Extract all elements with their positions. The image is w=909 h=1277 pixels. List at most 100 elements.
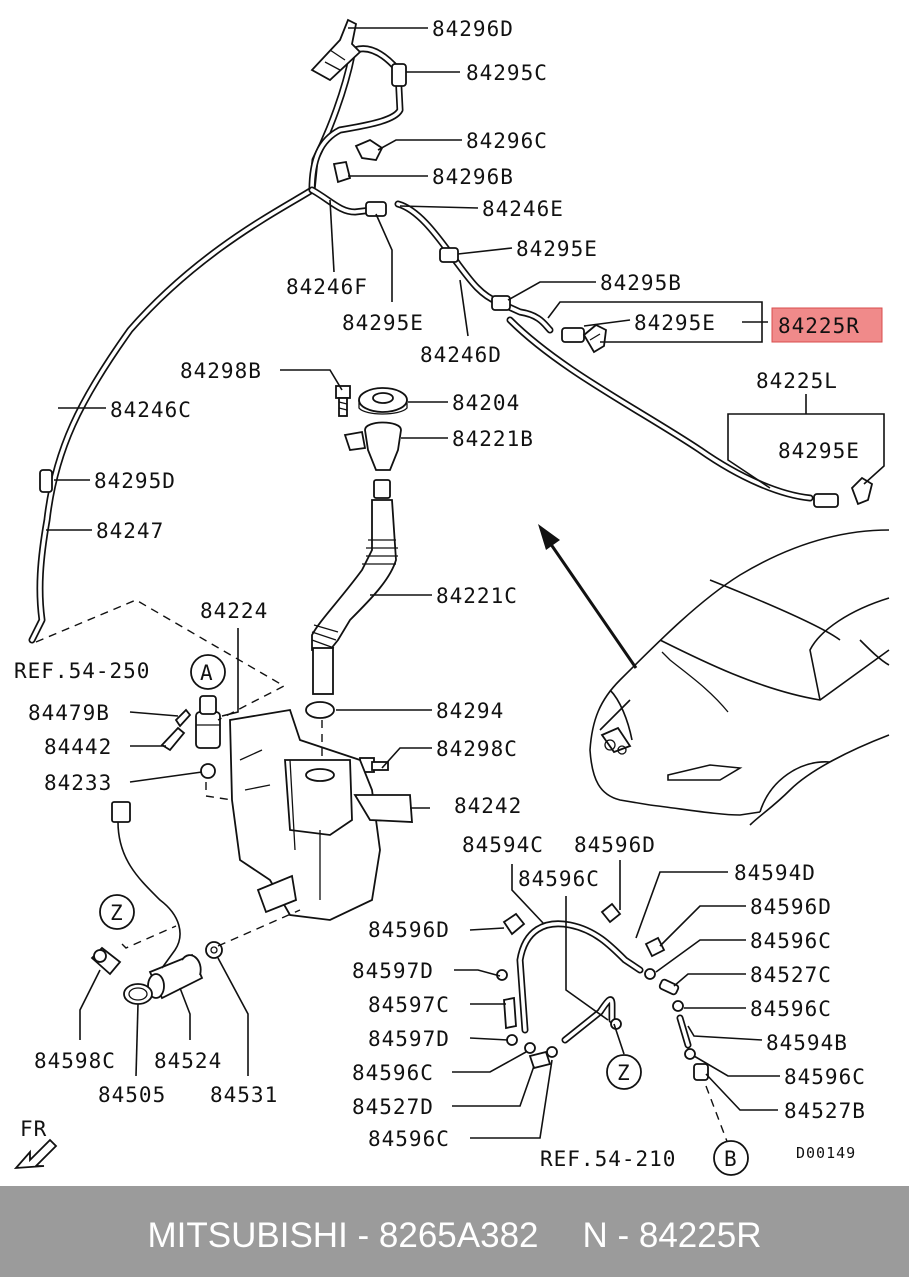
grommet-84294 (305, 701, 335, 719)
footer-bar (0, 1186, 909, 1277)
motor-assembly-84524 (147, 953, 204, 1000)
callout-84246D: 84246D (420, 343, 502, 367)
callout-84295D: 84295D (94, 469, 176, 493)
callout-84295E-d: 84295E (778, 439, 860, 463)
callout-84221B: 84221B (452, 427, 534, 451)
reference-54-210: REF.54-210 (540, 1147, 676, 1171)
clip-84296B (332, 160, 352, 184)
callout-84246C: 84246C (110, 398, 192, 422)
dashed-reference-lines (35, 599, 729, 1145)
callout-84295E-c: 84295E (342, 311, 424, 335)
vehicle-silhouette (589, 529, 890, 826)
diagram-code: D00149 (796, 1144, 856, 1162)
callout-84594D: 84594D (734, 861, 816, 885)
callout-84531: 84531 (210, 1083, 278, 1107)
clamp-84505 (123, 983, 153, 1005)
callout-84225R: 84225R (778, 314, 860, 338)
circle-label-z-bottom: Z (617, 1061, 631, 1085)
joint-84295C (391, 63, 407, 87)
ring-84596C-r1 (644, 968, 656, 980)
callout-84596C-top: 84596C (518, 867, 600, 891)
callout-84596C-l2: 84596C (368, 1127, 450, 1151)
callout-84597D-1: 84597D (352, 959, 434, 983)
long-hose-to-nozzle (506, 316, 814, 502)
fitting-84596D-l (502, 912, 526, 936)
callout-labels: 84296D 84295C 84296C 84296B 84246E 84295… (14, 17, 866, 1171)
callout-84295B: 84295B (600, 271, 682, 295)
joint-84295E-a (365, 201, 387, 217)
joint-84295E-d (813, 493, 839, 508)
callout-84527C: 84527C (750, 963, 832, 987)
callout-84295E-b: 84295E (634, 311, 716, 335)
washer-system-diagram: 84296D 84295C 84296C 84296B 84246E 84295… (13, 17, 890, 1176)
callout-84233: 84233 (44, 771, 112, 795)
callout-84246F: 84246F (286, 275, 368, 299)
callout-84598C: 84598C (34, 1049, 116, 1073)
callout-84596D-top: 84596D (574, 833, 656, 857)
joint-84527B (693, 1063, 709, 1081)
hose-84594D (561, 996, 616, 1044)
nozzle-84296D (310, 18, 362, 82)
callout-84594C: 84594C (462, 833, 544, 857)
callout-84296C: 84296C (466, 129, 548, 153)
right-branch-hose (308, 186, 554, 334)
ring-84596C-r3 (684, 1048, 696, 1060)
bracket-84442 (160, 726, 186, 752)
callout-84298B: 84298B (180, 359, 262, 383)
pump-84224 (195, 695, 221, 749)
fitting-84596D-top (600, 902, 622, 924)
front-arrow-icon (13, 1138, 58, 1170)
joint-84295B (491, 295, 511, 311)
callout-84505: 84505 (98, 1083, 166, 1107)
callout-84224: 84224 (200, 599, 268, 623)
nozzle-84225R (582, 323, 607, 354)
callout-84524: 84524 (154, 1049, 222, 1073)
callout-84296D: 84296D (432, 17, 514, 41)
callout-84295E-a: 84295E (516, 237, 598, 261)
connector-84598C (90, 946, 122, 976)
ring-84596C-l2 (546, 1046, 558, 1058)
callout-84597C: 84597C (368, 993, 450, 1017)
callout-84596C-r2: 84596C (750, 997, 832, 1021)
circle-marker-z-left (99, 894, 135, 930)
bolt-84298B (335, 385, 351, 417)
callout-84247: 84247 (96, 519, 164, 543)
filler-tube-84221C (311, 499, 398, 695)
joint-84527C (658, 978, 680, 996)
callout-84295C: 84295C (466, 61, 548, 85)
joint-84295E-b (439, 247, 459, 263)
circle-marker-b (713, 1140, 749, 1176)
circle-label-z-left: Z (110, 901, 124, 925)
callout-84442: 84442 (44, 735, 112, 759)
front-label: FR (20, 1117, 47, 1141)
callout-84294: 84294 (436, 699, 504, 723)
callout-84596D-r: 84596D (750, 895, 832, 919)
callout-84596C-r3: 84596C (784, 1065, 866, 1089)
ring-84596C-r2 (672, 1000, 684, 1012)
joint-84295D (39, 469, 53, 493)
filler-neck-84221B (343, 421, 402, 499)
circle-label-a: A (200, 661, 214, 685)
grommet-84531 (205, 941, 223, 959)
callout-84242: 84242 (454, 794, 522, 818)
reservoir-tank-84242 (229, 708, 413, 921)
ring-84596C-l1 (524, 1042, 536, 1054)
clip-84597C (503, 996, 517, 1030)
callout-84596D-l: 84596D (368, 918, 450, 942)
circle-marker-a (190, 654, 226, 690)
callout-84479B: 84479B (28, 701, 110, 725)
callout-84596C-r1: 84596C (750, 929, 832, 953)
callout-84225L: 84225L (756, 369, 838, 393)
grommet-84233 (200, 763, 216, 779)
callout-84597D-2: 84597D (368, 1027, 450, 1051)
clip-84296C (354, 138, 384, 161)
filler-cap-84204 (358, 387, 408, 415)
circle-marker-z-bottom (606, 1054, 642, 1090)
hose-84594C (516, 920, 644, 1034)
upper-hose-loop (308, 45, 404, 194)
main-washer-hose (28, 51, 356, 644)
joint-84295E-c (561, 327, 585, 343)
callout-84296B: 84296B (432, 165, 514, 189)
